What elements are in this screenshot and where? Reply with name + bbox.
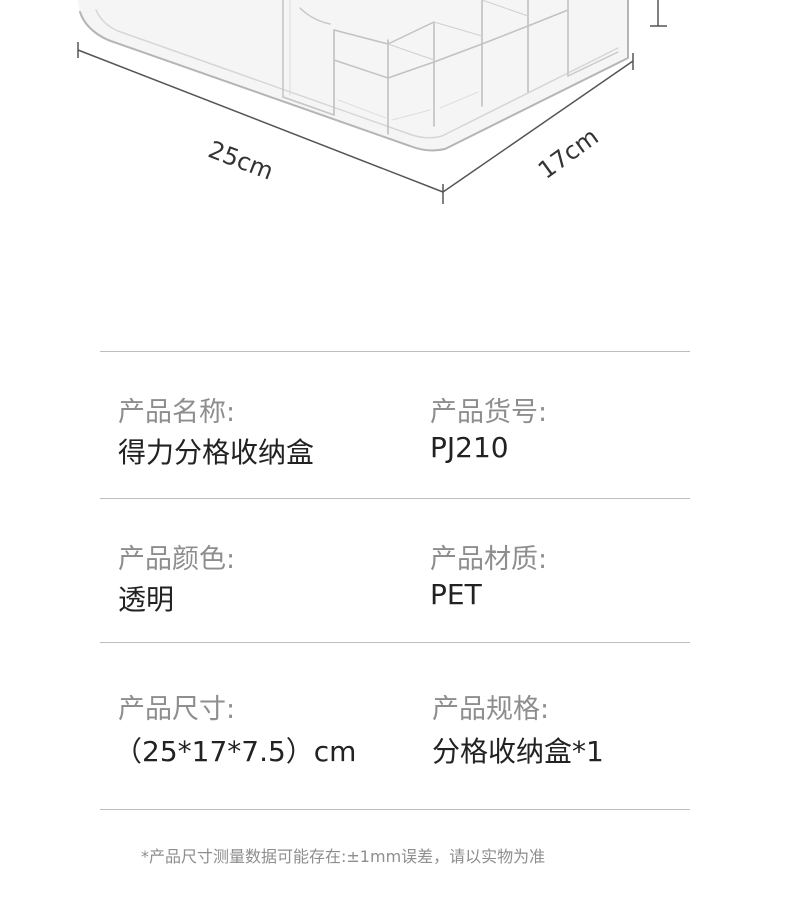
spec-table: 产品名称: 得力分格收纳盒 产品货号: PJ210 产品颜色: 透明 产品材质:… xyxy=(100,351,690,810)
spec-label: 产品材质: xyxy=(430,544,548,575)
spec-value: （25*17*7.5）cm xyxy=(114,735,357,768)
spec-value: PET xyxy=(430,578,482,611)
dimension-lines xyxy=(77,0,667,204)
spec-value: 得力分格收纳盒 xyxy=(118,436,315,469)
spec-label: 产品规格: xyxy=(432,694,550,725)
spec-row-name-code: 产品名称: 得力分格收纳盒 产品货号: PJ210 xyxy=(100,351,690,498)
spec-row-color-material: 产品颜色: 透明 产品材质: PET xyxy=(100,498,690,642)
product-dimension-illustration: 25cm 17cm xyxy=(77,0,667,204)
organizer-box-drawing xyxy=(78,0,629,152)
spec-value: PJ210 xyxy=(430,431,509,464)
spec-value: 分格收纳盒*1 xyxy=(432,735,604,768)
length-dimension-label: 25cm xyxy=(205,135,278,185)
spec-value: 透明 xyxy=(118,583,175,616)
spec-label: 产品名称: xyxy=(118,397,236,428)
spec-label: 产品颜色: xyxy=(118,544,236,575)
width-dimension-label: 17cm xyxy=(533,122,604,184)
measurement-disclaimer: *产品尺寸测量数据可能存在:±1mm误差，请以实物为准 xyxy=(141,847,546,866)
spec-row-size-package: 产品尺寸: （25*17*7.5）cm 产品规格: 分格收纳盒*1 xyxy=(100,642,690,810)
spec-label: 产品货号: xyxy=(430,397,548,428)
spec-label: 产品尺寸: xyxy=(118,694,236,725)
